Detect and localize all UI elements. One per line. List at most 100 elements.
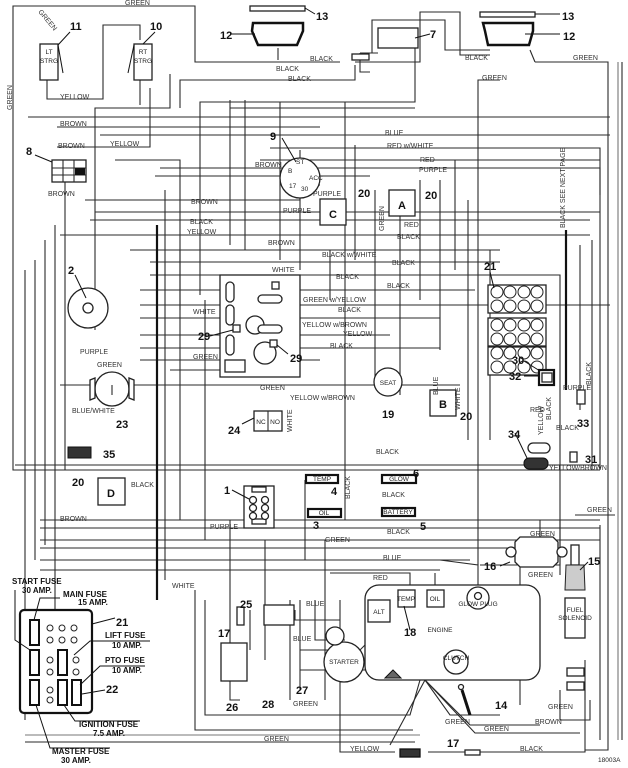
wire-label: WHITE xyxy=(172,583,195,590)
callout-35: 35 xyxy=(103,449,115,461)
wire-label: YELLOW xyxy=(343,331,373,338)
svg-text:GLOW: GLOW xyxy=(389,476,410,483)
lt-strg-label-2: STRG xyxy=(40,58,58,65)
callout-21-right: 21 xyxy=(484,261,496,273)
callout-19: 19 xyxy=(382,409,394,421)
svg-text:17: 17 xyxy=(289,183,297,190)
callout-14: 14 xyxy=(495,700,508,712)
wire-label: GREEN xyxy=(7,85,14,110)
indicator-glow: GLOW xyxy=(380,473,418,485)
wire-label: WHITE xyxy=(455,387,462,410)
battery-26 xyxy=(220,642,248,682)
callout-4: 4 xyxy=(331,486,338,498)
wire-label: WHITE xyxy=(287,409,294,432)
wire-label: PURPLE xyxy=(563,385,591,392)
wire-label: BLACK xyxy=(345,476,352,499)
diode-17 xyxy=(399,748,421,758)
wire-label: GREEN xyxy=(193,354,218,361)
starter: STARTER xyxy=(323,626,365,683)
wire-label: BLACK xyxy=(376,449,399,456)
lens-left xyxy=(249,5,316,15)
lift-fuse-rating: 10 AMP. xyxy=(112,641,142,650)
wire-label: GREEN w/YELLOW xyxy=(303,297,366,304)
rt-strg-label-1: RT xyxy=(139,49,148,56)
connector-small xyxy=(351,53,370,61)
wire-label: BLUE/WHITE xyxy=(72,408,115,415)
module-7 xyxy=(377,27,431,49)
callout-17-left: 17 xyxy=(218,628,230,640)
indicator-oil: OIL xyxy=(306,507,343,519)
wire-label: BLACK xyxy=(190,219,213,226)
wire-label: GREEN xyxy=(548,704,573,711)
temp-label: TEMP xyxy=(397,596,415,603)
callout-30: 30 xyxy=(512,355,524,367)
wire-label: RED xyxy=(404,222,419,229)
callout-27: 27 xyxy=(296,685,308,697)
fuse-block-right xyxy=(487,271,547,376)
wire-label: BLACK xyxy=(338,307,361,314)
wire-label: GREEN xyxy=(260,385,285,392)
callout-24: 24 xyxy=(228,425,241,437)
relay-a: A xyxy=(388,189,416,217)
wire-label: BLACK xyxy=(387,283,410,290)
rt-strg-label-2: STRG xyxy=(134,58,152,65)
indicator-battery: BATTERY xyxy=(380,506,417,518)
wire-label: YELLOW xyxy=(60,94,90,101)
callout-34: 34 xyxy=(508,429,521,441)
wire-label: BROWN xyxy=(535,719,562,726)
wire-label: BLACK xyxy=(387,529,410,536)
switch-2 xyxy=(67,274,109,329)
wire-label: BLACK xyxy=(556,425,579,432)
svg-text:ACC: ACC xyxy=(309,175,323,182)
wire-label: YELLOW w/BROWN xyxy=(290,395,355,402)
callout-8: 8 xyxy=(26,146,32,158)
wire-label: GREEN xyxy=(264,736,289,743)
callout-20-c: 20 xyxy=(358,188,370,200)
callout-6: 6 xyxy=(413,468,419,480)
wire-label: RED xyxy=(420,157,435,164)
wire-label: PURPLE xyxy=(210,524,238,531)
wire-label: BLACK w/WHITE xyxy=(322,252,377,259)
wire-label: YELLOW xyxy=(110,141,140,148)
wire-label: GREEN xyxy=(97,362,122,369)
wires xyxy=(12,5,623,753)
ignition-switch: ST B ACC 17 30 xyxy=(279,137,323,199)
fuse-inline xyxy=(464,749,481,756)
wire-label: BROWN xyxy=(255,162,282,169)
wire-label: BLACK xyxy=(382,492,405,499)
lt-strg-switch: LT STRG xyxy=(39,31,71,81)
callout-20-d: 20 xyxy=(72,477,84,489)
regulator-16 xyxy=(499,536,568,568)
start-fuse-rating: 30 AMP. xyxy=(22,586,52,595)
callout-22: 22 xyxy=(106,684,118,696)
relay-d: D xyxy=(97,477,126,506)
wire-label: BLACK xyxy=(330,343,353,350)
pto-switch xyxy=(89,371,135,407)
callout-12-left: 12 xyxy=(220,30,232,42)
connector-31 xyxy=(569,451,578,463)
rt-strg-switch: RT STRG xyxy=(127,31,156,81)
seat-switch: SEAT xyxy=(373,367,403,397)
fuse-block-left xyxy=(14,590,150,749)
svg-text:30: 30 xyxy=(301,186,309,193)
master-fuse-name: MASTER FUSE xyxy=(52,747,110,756)
fuse-holder-33 xyxy=(576,389,586,405)
indicator-temp: TEMP xyxy=(304,473,340,485)
wire-label: GREEN xyxy=(528,572,553,579)
relay-d-letter: D xyxy=(107,488,115,500)
callout-13-right: 13 xyxy=(562,11,574,23)
nc-label: NC xyxy=(256,419,266,426)
callout-31: 31 xyxy=(585,454,597,466)
callout-numbers: 11 10 13 13 12 12 7 8 9 20 20 2 21 29 29… xyxy=(26,11,600,750)
wire-label: BLACK xyxy=(465,55,488,62)
wire-label: BLACK xyxy=(586,362,593,385)
wire-label: GREEN xyxy=(293,701,318,708)
callout-29-right: 29 xyxy=(290,353,302,365)
wire-label: BLACK xyxy=(276,66,299,73)
diode-35 xyxy=(67,446,92,459)
callout-5: 5 xyxy=(420,521,426,533)
svg-text:OIL: OIL xyxy=(319,510,330,517)
wire-label: BLACK xyxy=(397,234,420,241)
svg-text:B: B xyxy=(288,168,292,175)
wire-label: BROWN xyxy=(268,240,295,247)
